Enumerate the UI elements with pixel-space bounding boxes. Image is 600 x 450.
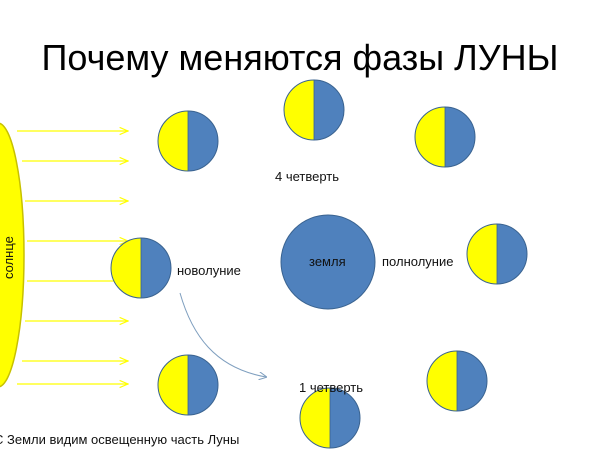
new-moon-label: новолуние (177, 263, 241, 278)
moon-lit-half (158, 111, 188, 171)
moon-lower-right (426, 350, 488, 412)
moon-lit-half (284, 80, 314, 140)
sun (0, 122, 25, 388)
earth (280, 214, 376, 310)
moon-outline (157, 354, 219, 416)
moon-top (283, 79, 345, 141)
moon-dark-half (188, 355, 218, 415)
moon-dark-half (188, 111, 218, 171)
moon-bottom (299, 387, 361, 449)
moon-outline (299, 387, 361, 449)
moon-upper-right (414, 106, 476, 168)
moon-dark-half (314, 80, 344, 140)
moon-outline (414, 106, 476, 168)
earth-label: земля (309, 254, 346, 269)
fourth-quarter-label: 4 четверть (275, 169, 340, 184)
moon-lit-half (300, 388, 330, 448)
moon-outline (466, 223, 528, 285)
moon-lit-half (111, 238, 141, 298)
moon-outline (157, 110, 219, 172)
moon-new (110, 237, 172, 299)
moon-dark-half (141, 238, 171, 298)
moon-lit-half (415, 107, 445, 167)
slide-title: Почему меняются фазы ЛУНЫ (41, 37, 559, 78)
moon-full (466, 223, 528, 285)
sun-rays (17, 131, 128, 384)
moon-upper-left (157, 110, 219, 172)
full-moon-label: полнолуние (382, 254, 454, 269)
moon-lower-left (157, 354, 219, 416)
moon-lit-half (158, 355, 188, 415)
moon-dark-half (497, 224, 527, 284)
moon-lit-half (427, 351, 457, 411)
orbit-arrow (179, 292, 266, 377)
moon-lit-half (467, 224, 497, 284)
moon-outline (110, 237, 172, 299)
sun-label: солнце (1, 236, 16, 279)
moon-outline (426, 350, 488, 412)
caption: С Земли видим освещенную часть Луны (0, 432, 240, 447)
first-quarter-label: 1 четверть (299, 380, 364, 395)
moon-dark-half (330, 388, 360, 448)
moon-dark-half (445, 107, 475, 167)
moon-dark-half (457, 351, 487, 411)
moons (110, 79, 528, 449)
moon-outline (283, 79, 345, 141)
